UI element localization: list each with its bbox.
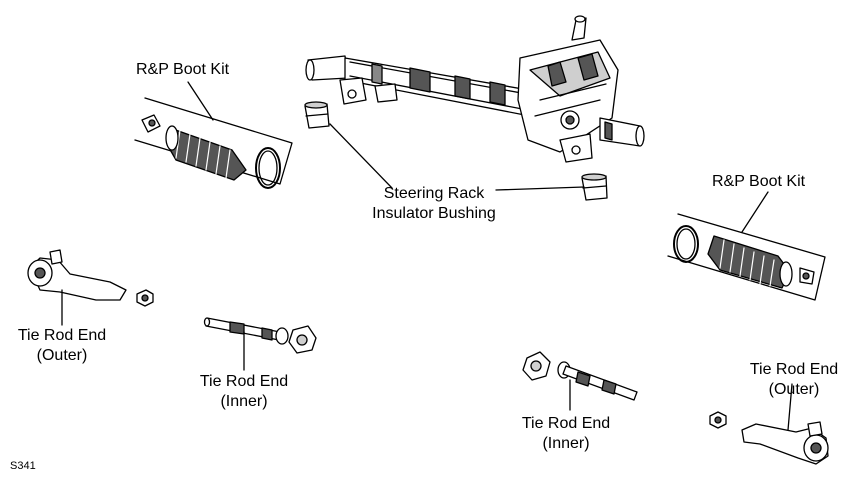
- tie-rod-end-inner-left: [203, 317, 317, 354]
- label-tie-rod-outer-left-line2: (Outer): [36, 347, 88, 364]
- tie-rod-end-inner-right: [522, 351, 638, 401]
- leader-lines: [61, 81, 793, 431]
- insulator-bushing-left: [304, 101, 330, 129]
- label-tie-rod-inner-right-line1: Tie Rod End: [521, 415, 611, 432]
- boot-left: [165, 125, 247, 181]
- label-tie-rod-outer-right-line2: (Outer): [768, 381, 820, 398]
- label-tie-rod-inner-right: Tie Rod End (Inner): [514, 414, 618, 454]
- label-boot-kit-right: R&P Boot Kit: [712, 173, 806, 190]
- label-tie-rod-outer-right-line1: Tie Rod End: [749, 361, 839, 378]
- label-tie-rod-inner-left: Tie Rod End (Inner): [192, 372, 296, 412]
- nut-left: [136, 289, 154, 307]
- label-tie-rod-inner-right-line2: (Inner): [542, 435, 590, 452]
- label-bushing: Steering Rack Insulator Bushing: [372, 184, 496, 224]
- insulator-bushing-right: [581, 173, 608, 201]
- boot-kit-right-group: [667, 213, 826, 301]
- label-bushing-line2: Insulator Bushing: [372, 205, 496, 222]
- tie-rod-end-outer-left: [27, 249, 127, 301]
- label-bushing-line1: Steering Rack: [383, 185, 485, 202]
- label-tie-rod-outer-left-line1: Tie Rod End: [17, 327, 107, 344]
- label-tie-rod-inner-left-line1: Tie Rod End: [199, 373, 289, 390]
- label-boot-kit-left: R&P Boot Kit: [136, 61, 230, 78]
- boot-kit-left-group: [134, 97, 293, 189]
- label-tie-rod-inner-left-line2: (Inner): [220, 393, 268, 410]
- steering-rack-assembly: [305, 15, 645, 163]
- label-tie-rod-outer-left: Tie Rod End (Outer): [10, 326, 114, 366]
- tie-rod-end-outer-right: [741, 421, 829, 465]
- boot-right: [707, 235, 793, 289]
- figure-id: S341: [10, 460, 36, 472]
- label-tie-rod-outer-right: Tie Rod End (Outer): [742, 360, 846, 400]
- nut-right: [709, 411, 727, 429]
